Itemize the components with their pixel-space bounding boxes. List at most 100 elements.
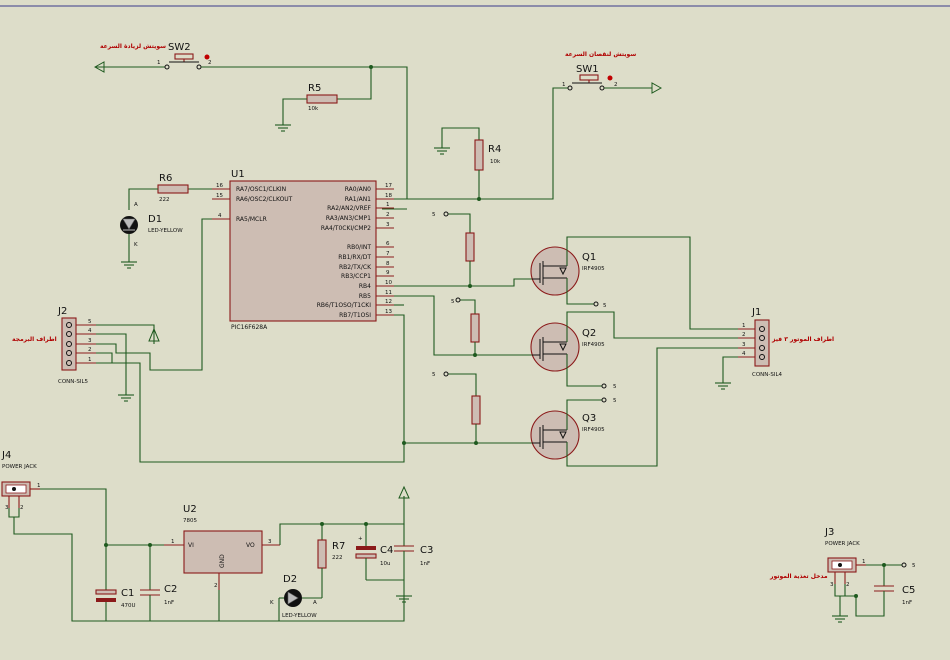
u1-pin-16-num: 16 xyxy=(216,183,223,189)
u1-pin-2-num: 2 xyxy=(386,212,390,218)
wire-j2-vcc xyxy=(96,324,155,344)
capacitor-c4[interactable]: + C4 10u xyxy=(355,524,393,580)
mosfet-q1[interactable]: 5 Q1 IRF4905 xyxy=(530,236,755,330)
capacitor-c3[interactable]: C3 1nF xyxy=(394,524,433,596)
j2-pin2: 2 xyxy=(88,347,92,353)
wire-j4-gnd xyxy=(8,508,20,518)
sw1-note: سويتش لنقصان السرعة xyxy=(565,51,636,58)
net-5-label: 5 xyxy=(451,299,455,305)
resistor-r4[interactable]: R4 10k xyxy=(434,127,501,201)
j3-note: مدخل تغذية الموتور xyxy=(769,573,828,580)
resistor-r7[interactable]: R7 222 xyxy=(317,524,345,598)
j2-ref: J2 xyxy=(57,306,67,317)
r4-value: 10k xyxy=(490,159,501,165)
u1-pin-11-num: 11 xyxy=(385,290,392,296)
wire-j2-pin1 xyxy=(96,314,405,463)
j2-part: CONN-SIL5 xyxy=(58,379,89,385)
chip-u1[interactable]: U1 PIC16F628A RA7/OSC1/CLKIN RA6/OSC2/CL… xyxy=(212,169,394,331)
j2-pin4: 4 xyxy=(88,328,92,334)
connector-j1[interactable]: 1 2 3 4 J1 CONN-SIL4 اطراف الموتور ٣ فيز xyxy=(715,307,834,390)
gate-resistor-q2[interactable]: 5 xyxy=(451,297,480,357)
sw1-pin1: 1 xyxy=(562,82,566,88)
c1-value: 470U xyxy=(121,603,136,609)
net-5-label: 5 xyxy=(603,303,607,309)
sw2-pin2: 2 xyxy=(208,60,212,66)
u1-pin-15-num: 15 xyxy=(216,193,223,199)
resistor-r6[interactable]: R6 222 xyxy=(128,173,212,210)
u1-pin-9-name: RB3/CCP1 xyxy=(341,273,371,280)
wire-j2-gnd xyxy=(96,333,127,395)
wire-rb4-q1 xyxy=(394,278,532,287)
u2-pin1: 1 xyxy=(171,539,175,545)
u1-pin-3-name: RA4/T0CKI/CMP2 xyxy=(321,225,371,232)
r6-value: 222 xyxy=(159,197,170,203)
c5-ref: C5 xyxy=(902,585,915,596)
mosfet-q2[interactable]: 5 Q2 IRF4905 xyxy=(530,311,755,390)
u1-pin-16-name: RA7/OSC1/CLKIN xyxy=(236,186,286,193)
gate-resistor-q3[interactable]: 5 xyxy=(432,371,481,445)
u2-vo: VO xyxy=(246,542,255,549)
c2-value: 1nF xyxy=(164,600,174,606)
net-5-label: 5 xyxy=(912,563,916,569)
u1-pin-8-name: RB2/TX/CK xyxy=(339,264,372,271)
u1-pin-17-name: RA0/AN0 xyxy=(345,186,371,193)
switch-sw1[interactable]: SW1 1 2 سويتش لنقصان السرعة xyxy=(382,51,663,210)
q3-ref: Q3 xyxy=(582,413,596,424)
gate-resistor-q1[interactable]: 5 xyxy=(432,211,475,288)
r7-value: 222 xyxy=(332,555,343,561)
mosfet-q3[interactable]: 5 Q3 IRF4905 xyxy=(530,347,755,467)
net-5-label: 5 xyxy=(613,384,617,390)
u1-pin-11-name: RB5 xyxy=(359,293,371,300)
j4-part: POWER JACK xyxy=(2,464,37,470)
u2-pin3: 3 xyxy=(268,539,272,545)
power-jack-j3[interactable]: J3 POWER JACK 1 2 3 مدخل تغذية الموتور xyxy=(769,527,866,588)
wire-rb5-q2 xyxy=(394,295,532,356)
j1-part: CONN-SIL4 xyxy=(752,372,783,378)
d1-ref: D1 xyxy=(148,214,162,225)
j1-note: اطراف الموتور ٣ فيز xyxy=(771,336,834,343)
u1-pin-15-name: RA6/OSC2/CLKOUT xyxy=(236,196,293,203)
u1-pin-13-name: RB7/T1OSI xyxy=(339,312,371,319)
capacitor-c1[interactable]: C1 470U xyxy=(95,545,136,621)
u1-pin-1-num: 1 xyxy=(386,202,390,208)
j2-pin1: 1 xyxy=(88,357,92,363)
net-5-label: 5 xyxy=(432,372,436,378)
wire-j3-gnd xyxy=(834,584,846,597)
j2-note: اطراف البرمجة xyxy=(12,336,57,343)
led-d1[interactable]: D1 LED-YELLOW A K xyxy=(120,202,183,269)
c4-value: 10u xyxy=(380,561,390,567)
d1-cathode: K xyxy=(134,242,138,248)
q1-part: IRF4905 xyxy=(582,266,605,272)
capacitor-c5[interactable]: C5 1nF xyxy=(845,565,915,617)
j1-pin4: 4 xyxy=(742,351,746,357)
u1-ref: U1 xyxy=(231,169,245,180)
u1-part: PIC16F628A xyxy=(231,324,268,331)
regulator-u2[interactable]: VI VO GND U2 7805 1 3 2 xyxy=(164,504,280,590)
sw2-note: سويتش لزيادة السرعة xyxy=(100,43,166,50)
vcc-arrow xyxy=(148,327,160,342)
r6-ref: R6 xyxy=(159,173,172,184)
switch-sw2[interactable]: SW2 1 2 سويتش لزيادة السرعة xyxy=(93,42,212,73)
power-jack-j4[interactable]: J4 POWER JACK 1 2 3 xyxy=(1,450,41,511)
wire-5v xyxy=(279,496,405,545)
d2-cathode: K xyxy=(270,600,274,606)
u1-pin-10-name: RB4 xyxy=(359,283,371,290)
r7-ref: R7 xyxy=(332,541,345,552)
u1-pin-4-name: RA5/MCLR xyxy=(236,216,267,223)
net-5-label: 5 xyxy=(432,212,436,218)
wire-j2-pin2 xyxy=(96,352,130,364)
c3-value: 1nF xyxy=(420,561,430,567)
j3-pin3: 3 xyxy=(830,582,834,588)
u1-pin-18-num: 18 xyxy=(385,193,392,199)
sw1-ref: SW1 xyxy=(576,64,599,75)
wire-j2-mclr xyxy=(96,218,212,371)
capacitor-c2[interactable]: C2 1nF xyxy=(140,545,177,621)
led-d2[interactable]: D2 LED-YELLOW K A xyxy=(270,574,322,621)
connector-j2[interactable]: 5 4 3 2 1 J2 CONN-SIL5 اطراف البرمجة xyxy=(12,306,96,385)
u1-pin-12-name: RB6/T1OSO/T1CKI xyxy=(317,302,371,309)
u2-part: 7805 xyxy=(183,518,197,524)
resistor-r5[interactable]: R5 10k xyxy=(275,67,372,132)
u1-pin-3-num: 3 xyxy=(386,222,390,228)
u1-pin-6-name: RB0/INT xyxy=(347,244,371,251)
